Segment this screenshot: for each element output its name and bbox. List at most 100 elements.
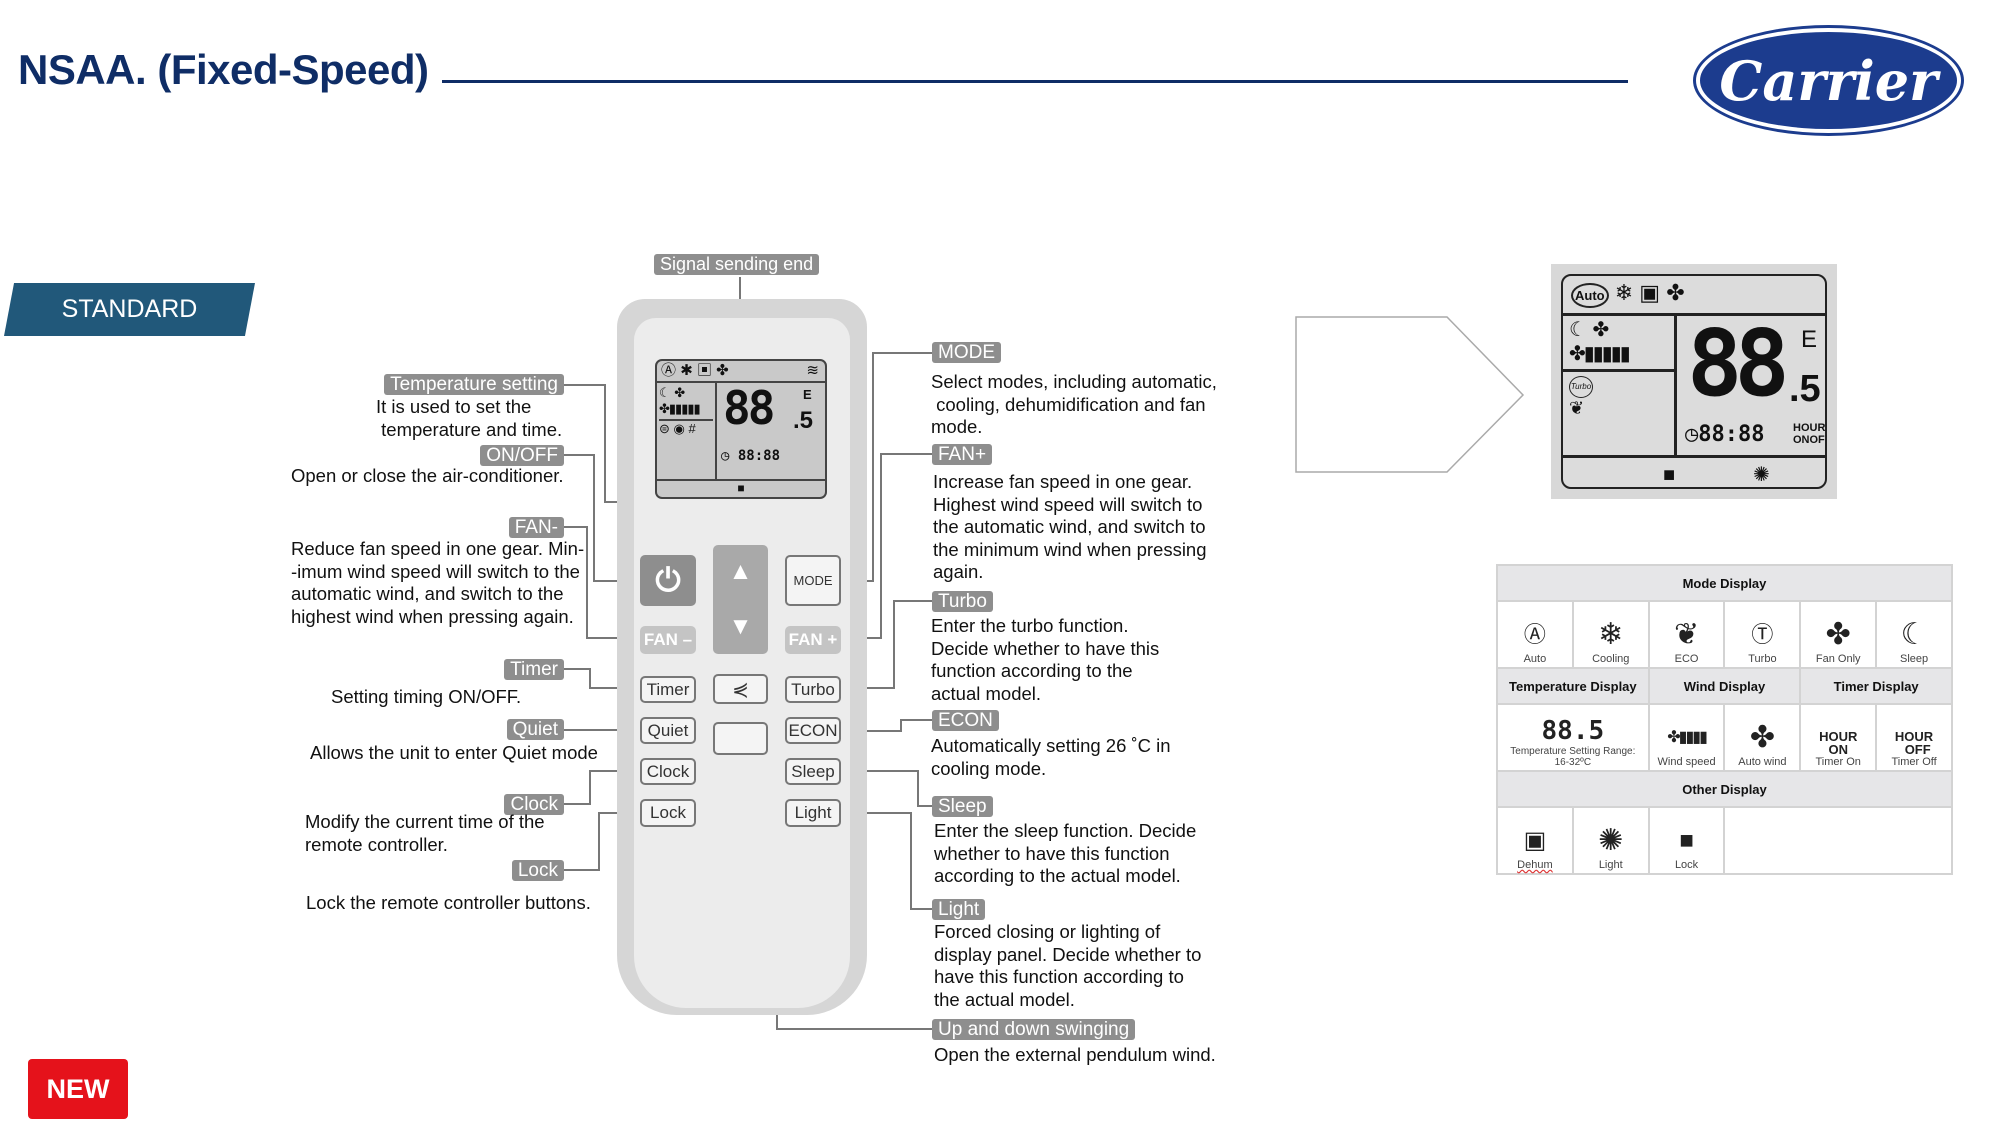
other-label: Lock (1674, 859, 1699, 871)
quiet-button[interactable]: Quiet (640, 717, 696, 744)
desc-on-off: Open or close the air-conditioner. (291, 465, 564, 486)
dehum-icon: ▣ (1523, 827, 1547, 854)
mode-cooling: ❄Cooling (1571, 600, 1650, 669)
tag-fan-minus: FAN- (508, 517, 564, 538)
hour-off-icon: HOUR OFF (1877, 730, 1951, 756)
signal-icon: ≋ (806, 362, 819, 379)
lock-icon: ■ (737, 481, 745, 495)
auto-wind-icon: ✤ (1749, 721, 1775, 754)
mode-eco: ❦ECO (1647, 600, 1726, 669)
desc-temperature-setting: It is used to set the temperature and ti… (376, 396, 563, 440)
connector-fan-minus (564, 526, 640, 639)
hour-label: HOUR (1793, 422, 1826, 434)
tag-sleep: Sleep (932, 796, 993, 817)
temp-digits: 88.5 (1541, 716, 1605, 746)
mode-label: Fan Only (1815, 653, 1861, 665)
clock-button[interactable]: Clock (640, 758, 696, 785)
big-lcd-unit: E (1801, 326, 1818, 353)
timer-label: Timer Off (1891, 756, 1937, 768)
desc-fan-plus: Increase fan speed in one gear. Highest … (933, 471, 1207, 582)
desc-mode: Select modes, including automatic, cooli… (931, 371, 1217, 437)
lock-icon: ■ (1663, 464, 1676, 486)
big-lcd-func-panel: Turbo ❦ (1563, 372, 1677, 455)
big-lcd-time: ◷88:88 (1685, 422, 1764, 447)
power-button[interactable]: ⏻ (640, 555, 696, 606)
temp-range: Temperature Setting Range: 16-32ºC (1510, 746, 1636, 768)
lcd-decimal: .5 (793, 407, 814, 434)
timer-button[interactable]: Timer (640, 676, 696, 703)
temperature-display-header: Temperature Display (1496, 667, 1650, 705)
lcd-display-closeup: Auto ❄ ▣ ✤ ☾ ✤ ✤▮▮▮▮▮ Turbo ❦ 88 E .5 ◷8… (1551, 264, 1837, 499)
desc-quiet: Allows the unit to enter Quiet mode (310, 742, 598, 763)
auto-icon: Auto (1571, 283, 1609, 308)
desc-sleep: Enter the sleep function. Decide whether… (934, 820, 1197, 886)
desc-lock: Lock the remote controller buttons. (306, 892, 591, 913)
big-lcd-bottom-row: ■ ✺ (1563, 455, 1825, 487)
econ-button[interactable]: ECON (785, 717, 841, 744)
new-badge: NEW (28, 1059, 128, 1119)
connector-turbo (841, 600, 932, 689)
moon-icon: ☾ (1900, 618, 1928, 651)
mode-fan-only: ✤ Fan Only (1799, 600, 1878, 669)
mode-label: Sleep (1900, 653, 1929, 665)
sleep-icon: ☾ ✤ (659, 385, 686, 400)
blank-button[interactable] (713, 722, 768, 755)
fan-minus-button[interactable]: FAN – (640, 626, 696, 654)
down-arrow-icon[interactable]: ▼ (728, 612, 753, 640)
big-lcd-time-value: 88:88 (1698, 422, 1765, 447)
page-title: NSAA. (Fixed-Speed) (18, 46, 429, 93)
remote-lcd: Ⓐ ✱ ▣ ✤ ≋ ☾ ✤ ✤▮▮▮▮▮ ⊜ ◉ # 88 E .5 ◷ 88:… (655, 359, 827, 499)
mode-label: Cooling (1592, 653, 1630, 665)
other-label: Light (1598, 859, 1623, 871)
big-lcd-decimal: .5 (1789, 368, 1821, 410)
swing-button[interactable]: ⋞ (713, 674, 768, 704)
desc-light: Forced closing or lighting of display pa… (934, 921, 1202, 1010)
desc-econ: Automatically setting 26 ˚C in cooling m… (931, 735, 1171, 779)
lcd-time: ◷ 88:88 (721, 448, 781, 464)
turbo-icon: Turbo (1569, 376, 1593, 398)
standard-banner: STANDARD (4, 283, 255, 336)
fan-icon: ✤ (1825, 618, 1851, 651)
wind-display-header: Wind Display (1647, 667, 1802, 705)
snowflake-icon: ❄ (1614, 280, 1634, 305)
eco-leaf-icon: ❦ (1569, 398, 1585, 418)
clock-icon: ◷ (1685, 422, 1699, 447)
turbo-icon: Ⓣ (1751, 622, 1774, 647)
wind-speed-icon: ✤▮▮▮▮ (1667, 729, 1708, 746)
fan-icon: ✤ (1666, 280, 1685, 305)
lcd-unit: E (803, 387, 812, 402)
mode-button[interactable]: MODE (785, 555, 841, 606)
tag-swing: Up and down swinging (932, 1019, 1136, 1040)
snowflake-icon: ✱ (680, 362, 693, 379)
sleep-button[interactable]: Sleep (785, 758, 841, 785)
lcd-mode-row: Ⓐ ✱ ▣ ✤ ≋ (657, 361, 825, 383)
dehum-icon: ▣ (696, 362, 712, 379)
leaf-icon: ❦ (1674, 618, 1700, 651)
lcd-lock-row: ■ (657, 479, 825, 497)
swing-icon: ⋞ (732, 678, 749, 701)
other-display-header: Other Display (1496, 770, 1953, 808)
light-button[interactable]: Light (785, 799, 841, 827)
power-icon: ⏻ (655, 561, 681, 598)
desc-swing: Open the external pendulum wind. (934, 1044, 1216, 1065)
mode-label: Auto (1523, 653, 1547, 665)
tag-econ: ECON (932, 710, 999, 731)
timer-label: Timer On (1815, 756, 1861, 768)
wind-speed-bars-icon: ✤▮▮▮▮▮ (1569, 343, 1631, 365)
carrier-logo: Carrier (1696, 28, 1961, 133)
up-arrow-icon[interactable]: ▲ (728, 558, 753, 586)
lock-button[interactable]: Lock (640, 799, 696, 827)
hour-text: HOUR (1819, 729, 1858, 744)
fan-plus-button[interactable]: FAN + (785, 626, 841, 654)
title-divider (442, 80, 1628, 83)
turbo-button[interactable]: Turbo (785, 676, 841, 703)
light-icon: ✺ (1753, 464, 1770, 486)
big-lcd-temp-digits: 88 (1687, 310, 1790, 417)
fan-icon: ✤ (716, 362, 729, 379)
temp-up-down-button[interactable]: ▲ ▼ (713, 545, 768, 654)
on-text: ON (1828, 742, 1848, 757)
